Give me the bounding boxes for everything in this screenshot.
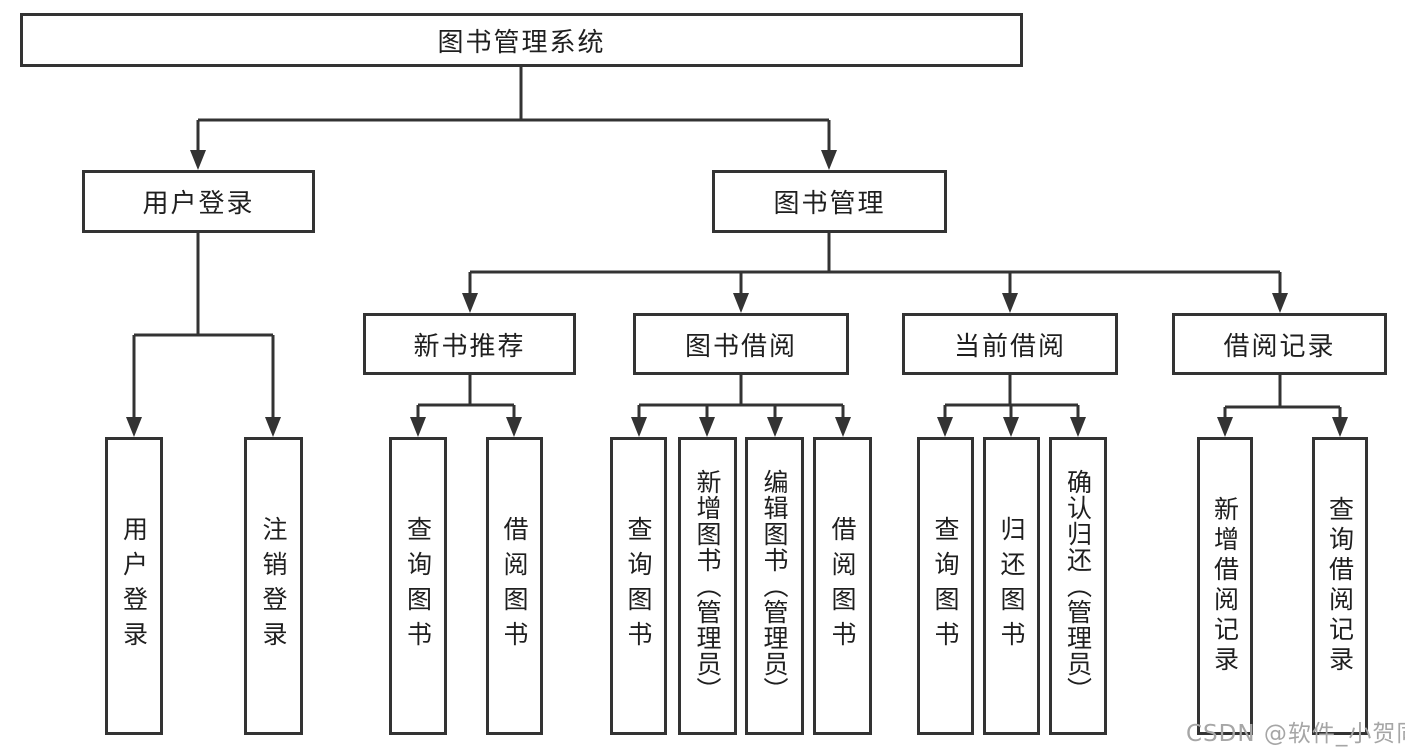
node-new-book-recommend-label: 新书推荐 — [413, 331, 526, 362]
leaf-logout-label: 注销登录 — [259, 516, 288, 656]
node-current-borrow: 当前借阅 — [902, 313, 1118, 375]
leaf-confirm-return-admin: 确认归还（管理员） — [1049, 437, 1107, 735]
node-borrow-records: 借阅记录 — [1172, 313, 1387, 375]
connector-book-borrow-split — [637, 375, 845, 419]
leaf-borrow-books-recommend: 借阅图书 — [486, 437, 543, 735]
connector-current-borrow-split — [943, 375, 1080, 419]
leaf-query-borrow-record-label: 查询借阅记录 — [1325, 496, 1355, 676]
node-root-label: 图书管理系统 — [437, 27, 606, 58]
connector-borrow-records-split — [1223, 375, 1342, 419]
leaf-query-books-borrow: 查询图书 — [610, 437, 667, 735]
node-book-management: 图书管理 — [712, 170, 947, 233]
leaf-return-books-label: 归还图书 — [997, 516, 1026, 656]
node-new-book-recommend: 新书推荐 — [363, 313, 576, 375]
node-borrow-records-label: 借阅记录 — [1223, 331, 1336, 362]
leaf-query-books-current: 查询图书 — [917, 437, 974, 735]
leaf-query-books-recommend: 查询图书 — [389, 437, 447, 735]
leaf-user-login-label: 用户登录 — [119, 516, 149, 656]
connector-root-split — [196, 67, 831, 152]
leaf-borrow-books-recommend-label: 借阅图书 — [500, 516, 529, 656]
leaf-query-books-current-label: 查询图书 — [931, 516, 960, 656]
leaf-add-borrow-record: 新增借阅记录 — [1197, 437, 1253, 735]
leaf-edit-books-admin-label: 编辑图书（管理员） — [760, 469, 789, 703]
node-user-login-label: 用户登录 — [142, 189, 255, 219]
leaf-edit-books-admin: 编辑图书（管理员） — [745, 437, 804, 735]
node-current-borrow-label: 当前借阅 — [953, 331, 1066, 362]
leaf-query-borrow-record: 查询借阅记录 — [1312, 437, 1368, 735]
leaf-query-books-borrow-label: 查询图书 — [624, 516, 653, 656]
node-book-management-label: 图书管理 — [773, 189, 886, 219]
leaf-logout: 注销登录 — [244, 437, 303, 735]
leaf-query-books-recommend-label: 查询图书 — [403, 516, 433, 656]
leaf-add-books-admin-label: 新增图书（管理员） — [693, 469, 722, 703]
connector-user-login-split — [132, 233, 275, 419]
csdn-watermark: CSDN @软件_小贺同学 — [1186, 721, 1405, 747]
node-book-borrow: 图书借阅 — [633, 313, 849, 375]
connector-new-book-split — [416, 375, 516, 419]
leaf-borrow-books-label: 借阅图书 — [828, 516, 857, 656]
node-user-login: 用户登录 — [82, 170, 315, 233]
connector-book-management-split — [468, 233, 1282, 295]
leaf-borrow-books: 借阅图书 — [813, 437, 872, 735]
leaf-user-login: 用户登录 — [105, 437, 163, 735]
node-book-borrow-label: 图书借阅 — [684, 331, 797, 362]
leaf-add-books-admin: 新增图书（管理员） — [678, 437, 737, 735]
leaf-confirm-return-admin-label: 确认归还（管理员） — [1063, 469, 1093, 703]
leaf-return-books: 归还图书 — [983, 437, 1040, 735]
leaf-add-borrow-record-label: 新增借阅记录 — [1210, 496, 1240, 676]
arrowheads — [126, 150, 1348, 437]
node-root: 图书管理系统 — [20, 13, 1023, 67]
